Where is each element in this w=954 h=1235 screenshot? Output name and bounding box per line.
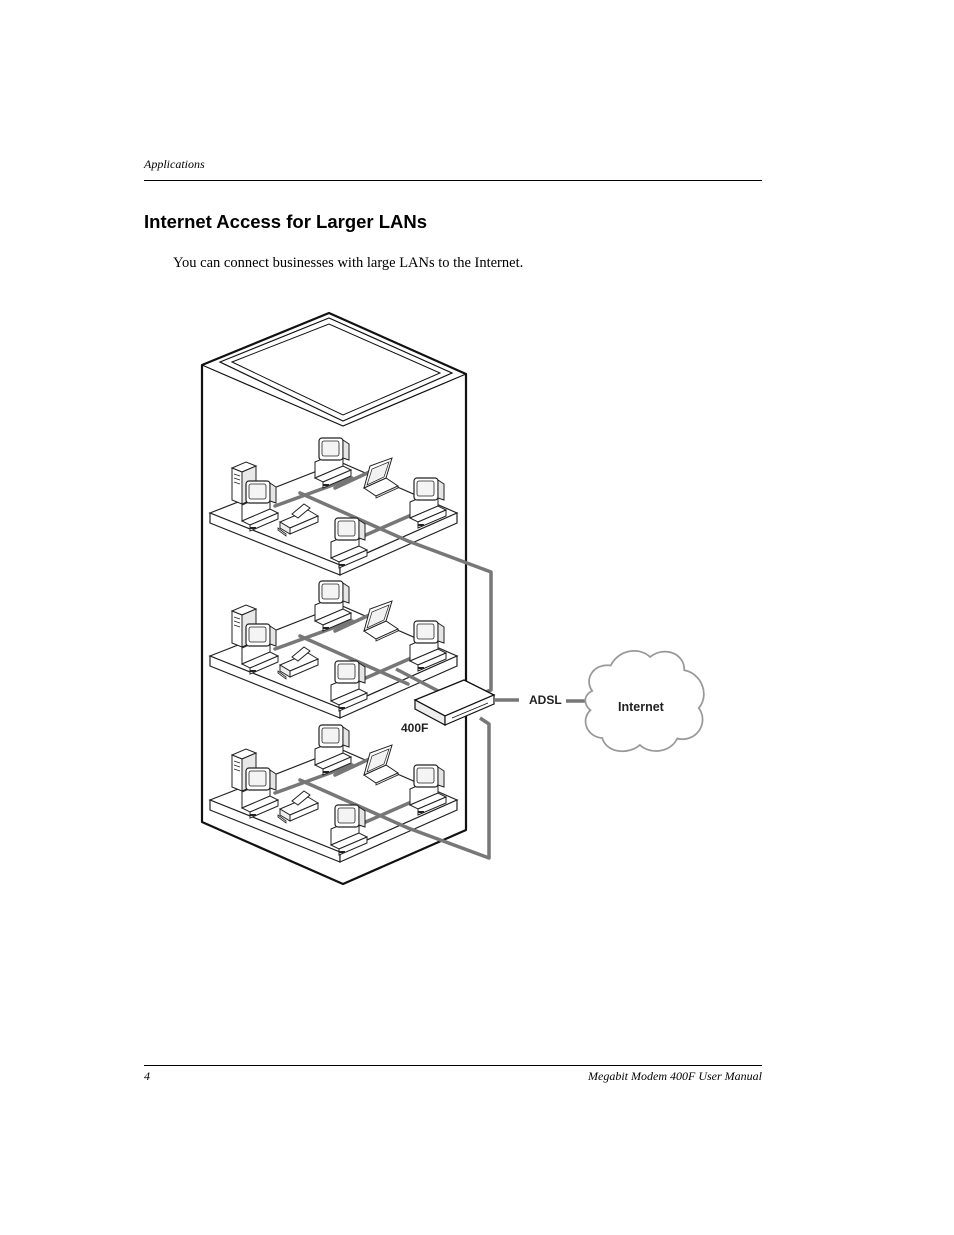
running-head: Applications (144, 157, 205, 171)
internet-cloud-icon (584, 650, 705, 753)
network-diagram: 400F ADSL Internet (190, 305, 720, 895)
footer-rule (144, 1065, 762, 1066)
adsl-label: ADSL (529, 693, 562, 707)
manual-title: Megabit Modem 400F User Manual (588, 1069, 762, 1083)
page-number: 4 (144, 1069, 150, 1083)
header-rule (144, 180, 762, 181)
modem-400f (413, 679, 496, 726)
section-title: Internet Access for Larger LANs (144, 211, 428, 232)
modem-label: 400F (401, 721, 428, 735)
cloud-label: Internet (618, 700, 665, 714)
body-paragraph: You can connect businesses with large LA… (173, 255, 524, 271)
